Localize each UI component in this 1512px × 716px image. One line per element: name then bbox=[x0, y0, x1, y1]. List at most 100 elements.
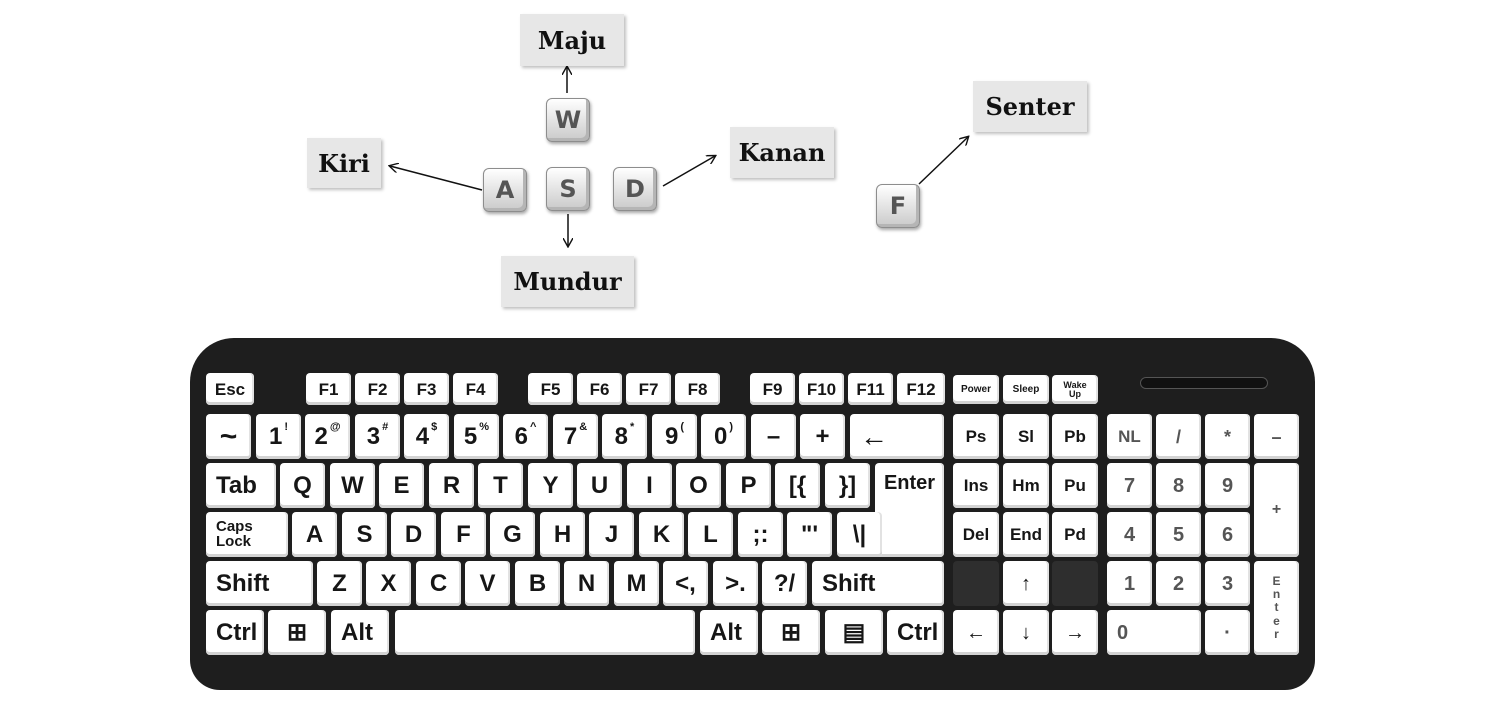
arrow-to-right bbox=[662, 156, 715, 187]
key-3-shift: # bbox=[382, 421, 389, 433]
key-m: M bbox=[614, 561, 659, 606]
key-n: N bbox=[564, 561, 609, 606]
key-9: 9( bbox=[652, 414, 697, 459]
arrow-to-left bbox=[390, 166, 483, 191]
key-6: 6^ bbox=[503, 414, 548, 459]
key-tab: Tab bbox=[206, 463, 276, 508]
key-3-main: 3 bbox=[366, 422, 381, 450]
key-backslash: \| bbox=[837, 512, 882, 557]
key-w: W bbox=[330, 463, 375, 508]
key-num-enter-2: n bbox=[1272, 587, 1281, 602]
windows-logo-icon: ⊞ bbox=[268, 610, 326, 655]
key-wake-line1: Wake bbox=[1063, 379, 1087, 390]
key-rbracket: }] bbox=[825, 463, 870, 508]
key-8-shift: * bbox=[630, 421, 635, 433]
label-forward: Maju bbox=[520, 14, 624, 66]
key-left-shift: Shift bbox=[206, 561, 313, 606]
key-enter-label: Enter bbox=[883, 472, 936, 494]
key-num-1: 1 bbox=[1107, 561, 1152, 606]
key-5: 5% bbox=[454, 414, 499, 459]
key-4-shift: $ bbox=[431, 421, 438, 433]
key-f6: F6 bbox=[577, 373, 622, 405]
key-a-icon: A bbox=[483, 168, 527, 212]
key-num-9: 9 bbox=[1205, 463, 1250, 508]
key-6-shift: ^ bbox=[529, 421, 537, 433]
key-8-main: 8 bbox=[614, 422, 629, 450]
key-a: A bbox=[292, 512, 337, 557]
key-num-6: 6 bbox=[1205, 512, 1250, 557]
key-5-main: 5 bbox=[463, 422, 478, 450]
key-f11: F11 bbox=[848, 373, 893, 405]
label-light: Senter bbox=[973, 81, 1087, 132]
key-right-ctrl: Ctrl bbox=[887, 610, 944, 655]
key-num-3: 3 bbox=[1205, 561, 1250, 606]
key-f5: F5 bbox=[528, 373, 573, 405]
key-f2: F2 bbox=[355, 373, 400, 405]
key-f-icon: F bbox=[876, 184, 920, 228]
key-y: Y bbox=[528, 463, 573, 508]
key-caps-line2: Lock bbox=[216, 532, 252, 550]
arrow-up-icon: ↑ bbox=[1003, 561, 1049, 606]
key-s-icon: S bbox=[546, 167, 590, 211]
key-num-divide: / bbox=[1156, 414, 1201, 459]
menu-icon: ▤ bbox=[825, 610, 883, 655]
keyboard: Esc F1 F2 F3 F4 F5 F6 F7 F8 F9 F10 F11 F… bbox=[190, 338, 1315, 690]
key-p: P bbox=[726, 463, 771, 508]
key-f: F bbox=[441, 512, 486, 557]
key-i: I bbox=[627, 463, 672, 508]
key-x: X bbox=[366, 561, 411, 606]
key-9-shift: ( bbox=[680, 421, 685, 433]
key-num-enter-4: e bbox=[1273, 613, 1280, 628]
key-d-icon: D bbox=[613, 167, 657, 211]
key-g: G bbox=[490, 512, 535, 557]
key-num-7: 7 bbox=[1107, 463, 1152, 508]
key-0-main: 0 bbox=[713, 422, 728, 450]
key-num-8: 8 bbox=[1156, 463, 1201, 508]
key-enter: Enter bbox=[875, 463, 944, 557]
key-wake-line2: Up bbox=[1069, 388, 1081, 399]
key-f7: F7 bbox=[626, 373, 671, 405]
key-right-alt: Alt bbox=[700, 610, 758, 655]
key-caps-line1: Caps bbox=[216, 518, 253, 536]
key-7-main: 7 bbox=[563, 422, 578, 450]
key-esc: Esc bbox=[206, 373, 254, 405]
key-r: R bbox=[429, 463, 474, 508]
arrow-left-icon: ← bbox=[953, 610, 999, 655]
key-4-main: 4 bbox=[415, 422, 430, 450]
key-w-icon: W bbox=[546, 98, 590, 142]
key-caps-lock: Caps Lock bbox=[206, 512, 288, 557]
key-f3: F3 bbox=[404, 373, 449, 405]
key-comma: <, bbox=[663, 561, 708, 606]
key-insert: Ins bbox=[953, 463, 999, 508]
key-7-shift: & bbox=[579, 421, 588, 433]
key-f8: F8 bbox=[675, 373, 720, 405]
key-7: 7& bbox=[553, 414, 598, 459]
label-right: Kanan bbox=[730, 127, 834, 178]
key-9-main: 9 bbox=[664, 422, 679, 450]
key-page-down: Pd bbox=[1052, 512, 1098, 557]
key-c: C bbox=[416, 561, 461, 606]
key-b: B bbox=[515, 561, 560, 606]
control-diagram bbox=[0, 0, 1512, 330]
key-num-add: + bbox=[1254, 463, 1299, 557]
lock-indicators bbox=[1140, 377, 1268, 389]
key-t: T bbox=[478, 463, 523, 508]
key-space bbox=[395, 610, 695, 655]
key-h: H bbox=[540, 512, 585, 557]
key-0: 0) bbox=[701, 414, 746, 459]
key-scroll-lock: Sl bbox=[1003, 414, 1049, 459]
key-num-enter-1: E bbox=[1272, 574, 1281, 589]
key-num-enter: E n t e r bbox=[1254, 561, 1299, 655]
arrow-right-icon: → bbox=[1052, 610, 1098, 655]
key-j: J bbox=[589, 512, 634, 557]
key-num-decimal: · bbox=[1205, 610, 1250, 655]
key-2-shift: @ bbox=[329, 421, 341, 433]
key-right-shift: Shift bbox=[812, 561, 944, 606]
key-4: 4$ bbox=[404, 414, 449, 459]
key-num-2: 2 bbox=[1156, 561, 1201, 606]
key-f4: F4 bbox=[453, 373, 498, 405]
key-k: K bbox=[639, 512, 684, 557]
key-num-enter-3: t bbox=[1274, 600, 1279, 615]
key-page-up: Pu bbox=[1052, 463, 1098, 508]
key-backspace: ← bbox=[850, 414, 944, 459]
